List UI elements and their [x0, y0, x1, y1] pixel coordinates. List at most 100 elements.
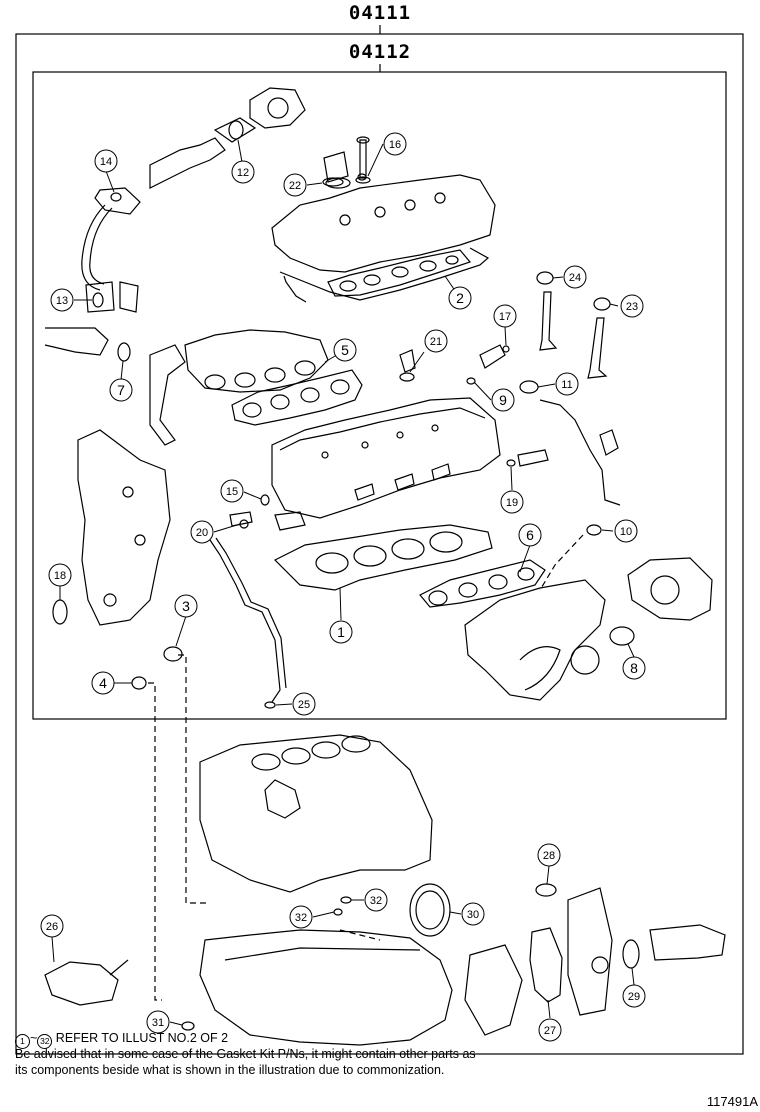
callout-26-label: 26 — [46, 921, 58, 933]
dashed-connectors — [148, 534, 584, 1001]
gasket-7 — [117, 342, 131, 362]
callout-2: 2 — [448, 286, 472, 310]
o-ring-15 — [260, 494, 270, 506]
callout-19-label: 19 — [506, 497, 518, 509]
callout-4: 4 — [91, 671, 115, 695]
gasket-11 — [519, 380, 539, 394]
oil-seal-18 — [52, 599, 68, 625]
oil-pump — [464, 944, 523, 1036]
callout-28-label: 28 — [543, 850, 555, 862]
callout-26: 26 — [40, 914, 64, 938]
callout-9-label: 9 — [499, 392, 507, 408]
callout-8-label: 8 — [630, 660, 638, 676]
callout-17: 17 — [493, 304, 517, 328]
callout-32-upper-label: 32 — [370, 895, 382, 907]
intake-valve — [536, 271, 558, 351]
callout-13-label: 13 — [56, 295, 68, 307]
timing-chain-cover — [77, 429, 171, 626]
gasket-14 — [110, 192, 122, 202]
range-start-marker: 1 — [15, 1034, 30, 1049]
callout-32-lower: 32 — [289, 905, 313, 929]
callout-22-label: 22 — [289, 180, 301, 192]
intake-manifold-gasket — [419, 559, 546, 608]
water-pump-gasket — [529, 927, 563, 1003]
callout-23: 23 — [620, 294, 644, 318]
callout-29: 29 — [622, 984, 646, 1008]
callout-25: 25 — [292, 692, 316, 716]
callout-4-label: 4 — [99, 675, 107, 691]
egr-pipe-assembly — [81, 87, 306, 313]
range-tilde: ~ — [30, 1031, 38, 1045]
callout-2-label: 2 — [456, 290, 464, 306]
callout-27-label: 27 — [544, 1025, 556, 1037]
callout-14-label: 14 — [100, 156, 112, 168]
callout-23-label: 23 — [626, 301, 638, 313]
callout-9: 9 — [491, 388, 515, 412]
footer-reference-note: 1~32 REFER TO ILLUST NO.2 OF 2 — [15, 1030, 228, 1049]
callout-32-lower-label: 32 — [295, 912, 307, 924]
callout-18: 18 — [48, 563, 72, 587]
callout-30: 30 — [461, 902, 485, 926]
gasket-19 — [506, 459, 516, 467]
cylinder-head — [271, 397, 501, 519]
callout-5: 5 — [333, 338, 357, 362]
callout-27: 27 — [538, 1018, 562, 1042]
callout-24: 24 — [563, 265, 587, 289]
intake-manifold — [464, 557, 713, 701]
o-ring-28 — [535, 883, 557, 897]
callout-29-label: 29 — [628, 991, 640, 1003]
kit-inner-part-number: 04112 — [348, 41, 412, 63]
o-ring-9 — [466, 377, 476, 385]
gasket-12 — [228, 120, 244, 140]
callout-20: 20 — [190, 520, 214, 544]
water-bypass-pipe — [539, 399, 621, 506]
o-ring-3 — [163, 646, 183, 662]
gasket-31 — [181, 1021, 195, 1031]
valve-cover-gasket — [327, 249, 472, 297]
callout-18-label: 18 — [54, 570, 66, 582]
callout-25-label: 25 — [298, 699, 310, 711]
callout-7: 7 — [109, 378, 133, 402]
illustration-id: 117491A — [706, 1094, 758, 1109]
water-pump — [567, 887, 726, 1016]
exhaust-valve — [587, 297, 611, 379]
crankshaft-oil-seal — [409, 883, 451, 937]
vvt-oil-control-valve — [229, 511, 306, 531]
callout-3-label: 3 — [182, 598, 190, 614]
callout-20-label: 20 — [196, 527, 208, 539]
gasket-8 — [609, 626, 635, 646]
callout-15: 15 — [220, 479, 244, 503]
callout-8: 8 — [622, 656, 646, 680]
callout-7-label: 7 — [117, 382, 125, 398]
callouts: 1 2 3 4 5 6 7 8 9 10 11 12 13 14 15 16 1… — [40, 132, 646, 1042]
callout-6: 6 — [518, 523, 542, 547]
o-ring-17 — [502, 345, 510, 353]
cylinder-head-gasket — [273, 524, 493, 591]
kit-inner-frame — [32, 71, 727, 720]
callout-21-label: 21 — [430, 336, 442, 348]
callout-leaders — [51, 139, 635, 1026]
callout-13: 13 — [50, 288, 74, 312]
callout-12: 12 — [231, 160, 255, 184]
exhaust-manifold-gasket — [231, 369, 363, 426]
callout-15-label: 15 — [226, 486, 238, 498]
callout-16: 16 — [383, 132, 407, 156]
fuel-injector — [399, 344, 506, 373]
o-ring-4 — [131, 676, 147, 690]
footer-advice-line-2: its components beside what is shown in t… — [15, 1063, 445, 1077]
callout-17-label: 17 — [499, 311, 511, 323]
callout-11: 11 — [555, 372, 579, 396]
footer-advice-line-1: Be advised that in some case of the Gask… — [15, 1047, 476, 1061]
o-ring-32 — [333, 908, 343, 916]
callout-31: 31 — [146, 1010, 170, 1034]
gasket-13 — [92, 292, 104, 308]
callout-19: 19 — [500, 490, 524, 514]
cylinder-block — [199, 734, 433, 893]
callout-30-label: 30 — [467, 909, 479, 921]
callout-22: 22 — [283, 173, 307, 197]
callout-24-label: 24 — [569, 272, 581, 284]
callout-5-label: 5 — [341, 342, 349, 358]
callout-28: 28 — [537, 843, 561, 867]
callout-6-label: 6 — [526, 527, 534, 543]
